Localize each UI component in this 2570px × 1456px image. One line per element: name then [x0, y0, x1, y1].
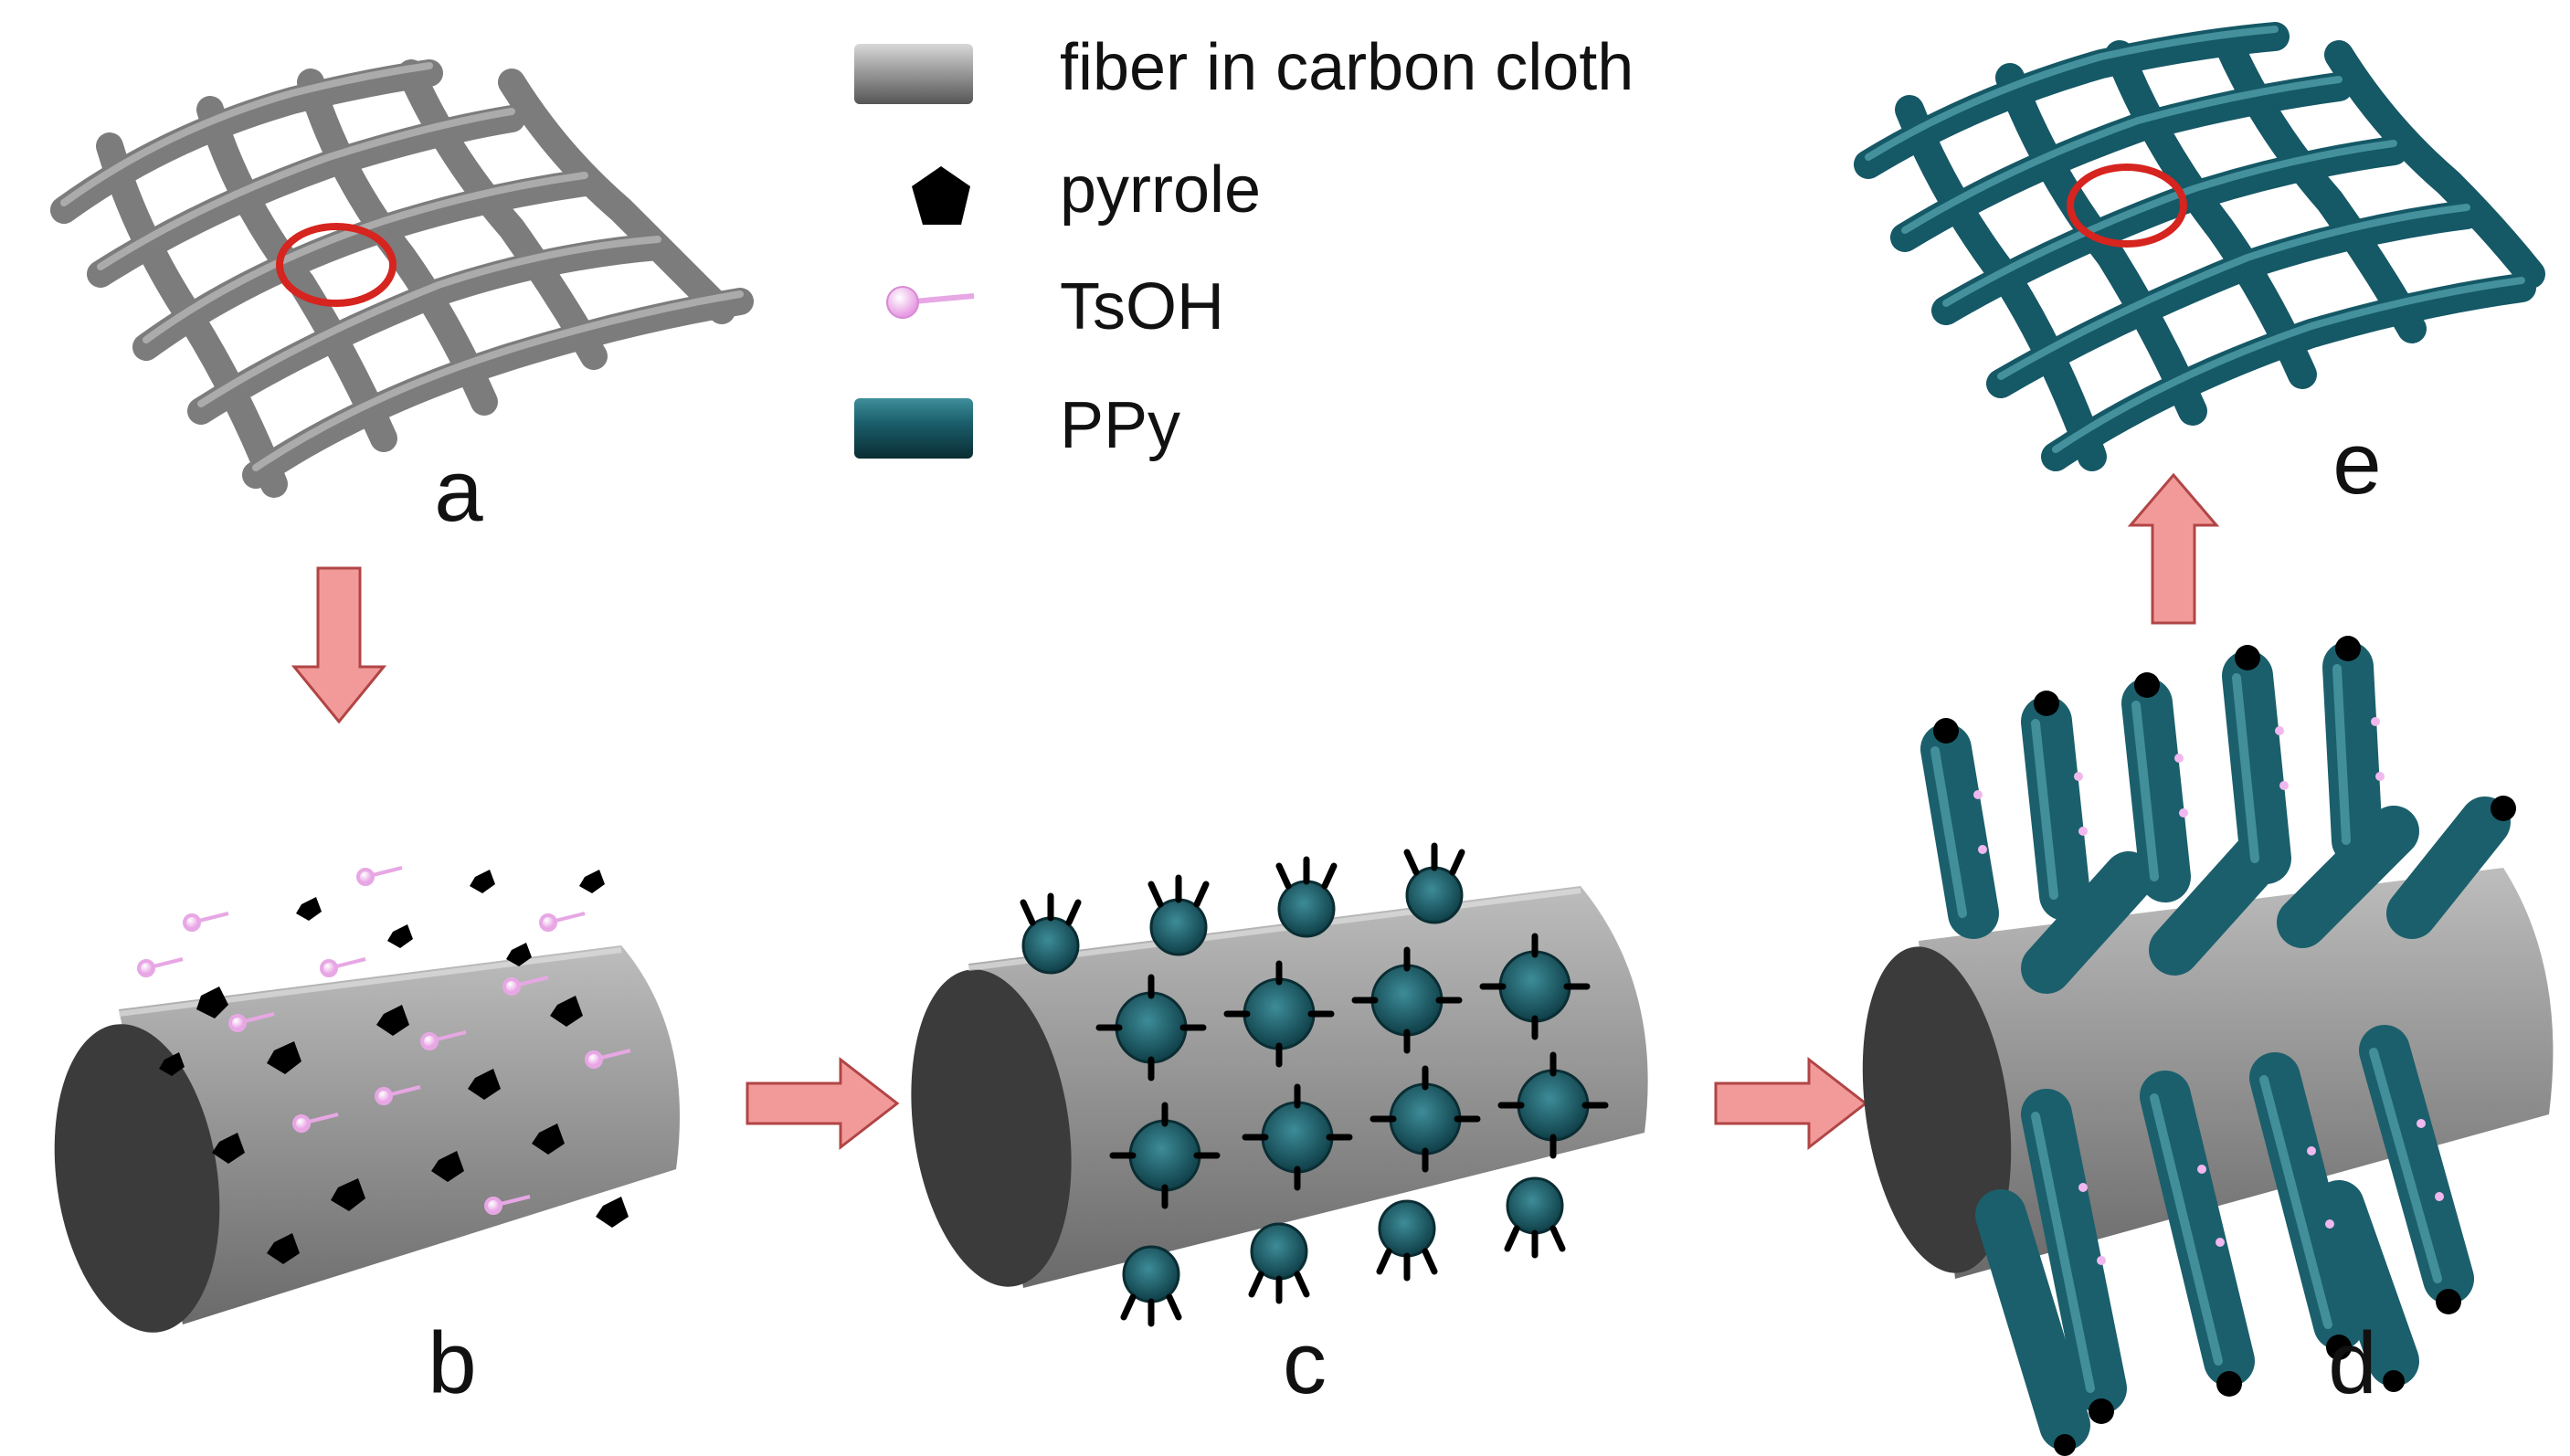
legend-item-ppy: PPy — [854, 389, 1180, 462]
gray-cylinder-icon — [854, 44, 973, 104]
arrow-right-icon — [1714, 1056, 1868, 1151]
tsoh-molecules — [137, 866, 631, 1215]
tube-tips — [1933, 636, 2516, 1456]
fiber-cylinder — [911, 886, 1648, 1288]
panel-label-a: a — [434, 442, 483, 540]
arrow-down-icon — [291, 566, 387, 724]
woven-fibers-teal — [1854, 22, 2545, 471]
woven-fibers-teal-highlight — [1865, 26, 2525, 453]
panel-a-carbon-cloth: a — [50, 59, 754, 540]
arrow-right-icon — [746, 1056, 900, 1151]
panel-d-ppy-nanotubes: d — [1862, 636, 2554, 1456]
legend: fiber in carbon cloth pyrrole TsOH PPy — [854, 31, 1634, 462]
panel-label-b: b — [428, 1314, 476, 1412]
pentagon-icon — [912, 166, 970, 225]
panel-label-c: c — [1283, 1314, 1327, 1412]
nuclei-spikes — [1020, 842, 1609, 1327]
ppy-tubes-lower — [1975, 1025, 2474, 1451]
ppy-tubes-upper — [1920, 641, 2511, 994]
panel-b-adsorbed-fiber: b — [54, 866, 680, 1412]
fiber-cylinder — [54, 945, 680, 1333]
panel-label-d: d — [2328, 1314, 2376, 1412]
teal-cylinder-icon — [854, 398, 973, 459]
legend-item-fiber: fiber in carbon cloth — [854, 31, 1634, 104]
ball-stick-icon — [886, 286, 975, 319]
legend-label-fiber: fiber in carbon cloth — [1060, 31, 1634, 104]
panel-label-e: e — [2332, 415, 2381, 512]
ppy-nuclei — [1021, 866, 1590, 1303]
pyrrole-molecules — [159, 870, 629, 1264]
legend-label-pyrrole: pyrrole — [1060, 153, 1261, 227]
panel-e-ppy-cloth: e — [1854, 22, 2545, 512]
tsoh-dots — [1973, 717, 2444, 1265]
highlight-circle — [2067, 164, 2187, 248]
woven-fibers-highlight — [60, 62, 744, 471]
panel-c-nucleated-fiber: c — [911, 842, 1648, 1412]
woven-fibers-gray — [50, 59, 754, 498]
legend-label-tsoh: TsOH — [1060, 270, 1224, 343]
arrow-up-icon — [2127, 472, 2220, 625]
arrows — [291, 472, 2220, 1151]
tube-highlights — [1930, 664, 2442, 1393]
highlight-circle — [276, 223, 397, 307]
legend-item-pyrrole: pyrrole — [912, 153, 1261, 227]
legend-label-ppy: PPy — [1060, 389, 1180, 462]
legend-item-tsoh: TsOH — [886, 270, 1224, 343]
